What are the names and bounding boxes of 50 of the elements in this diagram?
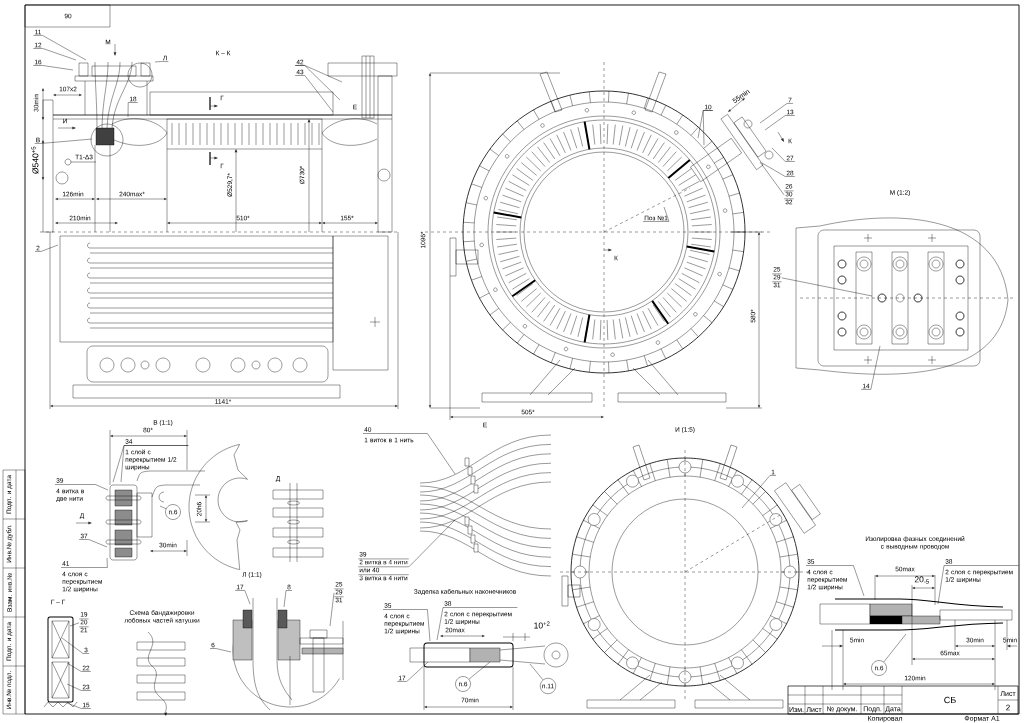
leader-line <box>397 661 429 682</box>
leader-line <box>209 648 232 653</box>
coil-support-detail-drawing <box>232 597 344 711</box>
leader-line <box>759 103 794 124</box>
leader-line <box>764 115 796 131</box>
leader-line <box>69 622 80 627</box>
leader-line <box>33 35 87 61</box>
leader-line <box>436 607 518 641</box>
title-block-text: 2 <box>1006 704 1010 711</box>
leader-line <box>127 102 138 118</box>
coil-lead-detail-drawing <box>105 429 248 570</box>
leader-line <box>159 505 167 509</box>
leader-line <box>34 138 93 144</box>
leader-line <box>66 662 91 672</box>
dimension-value: Ø540$^{+5}$ <box>31 146 39 174</box>
cable-lug-drawing <box>409 632 569 711</box>
dimension-value: 20$_{-5}$ <box>914 576 929 584</box>
leader-line <box>154 61 169 63</box>
leader-line <box>60 557 108 568</box>
leader-line <box>771 147 796 162</box>
leader-line <box>468 661 491 680</box>
leader-line <box>34 244 59 252</box>
leader-line <box>642 206 670 222</box>
leader-line <box>79 539 108 548</box>
title-block-text: СБ <box>944 696 956 704</box>
leader-line <box>33 48 77 61</box>
leader-line <box>761 162 796 177</box>
leader-line <box>329 592 335 627</box>
leader-line <box>529 663 544 681</box>
leader-line <box>861 345 881 390</box>
leader-line <box>883 633 907 663</box>
leader-line <box>362 433 456 475</box>
leader-line <box>283 590 293 608</box>
leader-line <box>235 590 251 605</box>
leader-line <box>781 277 873 297</box>
leader-line <box>61 637 90 654</box>
leader-line <box>937 565 1019 605</box>
leader-line <box>295 65 343 83</box>
leader-line <box>703 110 714 146</box>
leader-line <box>66 683 91 691</box>
dimension-value: 10$^{+2}$ <box>534 621 550 629</box>
leader-line <box>805 565 865 597</box>
leader-line <box>33 65 74 71</box>
leader-line <box>408 519 456 567</box>
leader-line <box>295 75 334 113</box>
leader-line <box>759 161 785 196</box>
leader-line <box>741 475 777 509</box>
leader-line <box>66 702 91 709</box>
leader-line <box>382 609 431 642</box>
leader-line <box>54 484 109 491</box>
